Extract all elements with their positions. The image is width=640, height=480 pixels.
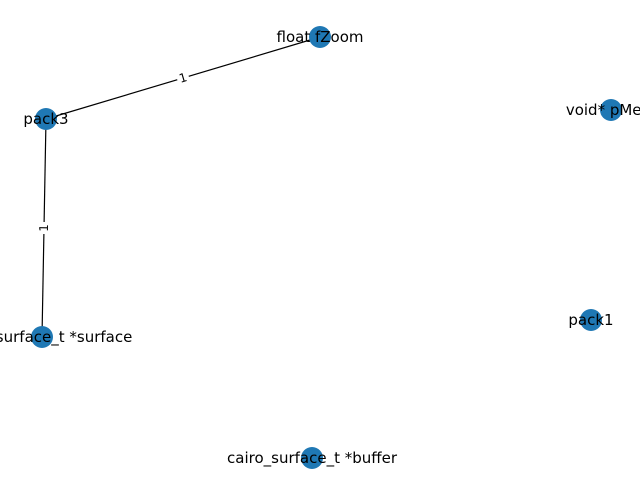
edges-layer: 11 — [35, 36, 321, 338]
node-buffer[interactable] — [301, 447, 323, 469]
node-pack3[interactable] — [35, 108, 57, 130]
node-label-buffer: cairo_surface_t *buffer — [227, 449, 398, 468]
edge-label: 1 — [177, 70, 188, 86]
edge-label-background — [35, 221, 53, 235]
node-pack1[interactable] — [580, 309, 602, 331]
edge-label-group: 1 — [35, 221, 53, 235]
edge-label-background — [174, 68, 192, 88]
node-float_fzoom[interactable] — [309, 26, 331, 48]
node-void_pmem[interactable] — [600, 99, 622, 121]
node-label-float_fzoom: float fZoom — [277, 28, 364, 46]
edge-label-group: 1 — [174, 68, 192, 88]
edge-label: 1 — [37, 224, 51, 232]
nodes-layer: float fZoom pack3 void* pMem cairo_surface_… — [0, 26, 640, 469]
node-label-void_pmem: void* pMem — [566, 101, 640, 119]
node-label-surface: cairo_surface_t *surface — [0, 328, 132, 347]
node-label-pack3: pack3 — [23, 110, 68, 128]
node-surface[interactable] — [31, 326, 53, 348]
node-label-pack1: pack1 — [568, 311, 613, 329]
